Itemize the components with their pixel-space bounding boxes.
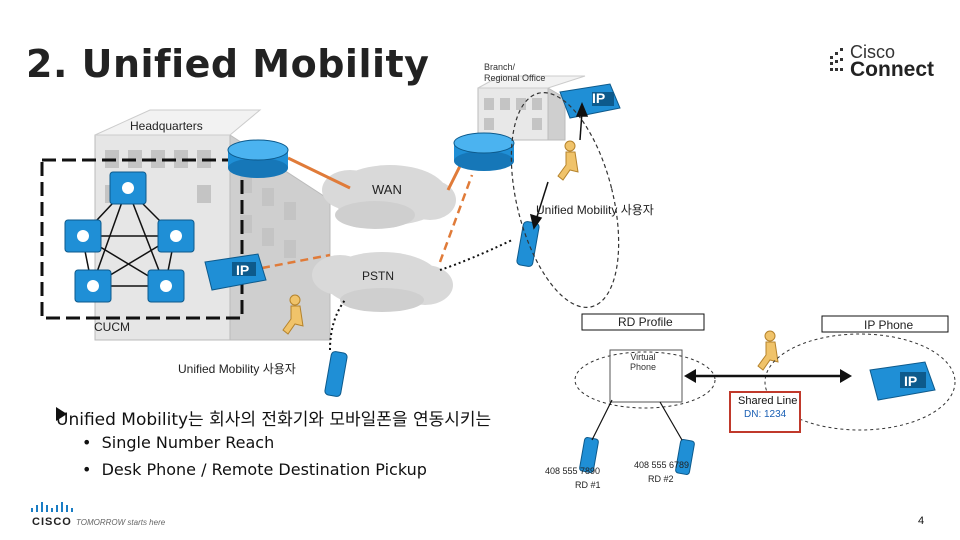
cucm-label: CUCM xyxy=(94,320,130,334)
logo-text-top: Cisco xyxy=(850,42,896,62)
logo-text-bottom: Connect xyxy=(850,58,934,81)
headquarters-label: Headquarters xyxy=(130,119,203,133)
shared-line-arrow xyxy=(684,369,852,383)
rd-branch-lines xyxy=(591,399,683,441)
rd2-label: RD #2 xyxy=(648,474,674,484)
branch-office-label: Branch/ Regional Office xyxy=(484,62,546,83)
cucm-server-icon xyxy=(64,171,195,303)
mobility-arrows xyxy=(529,102,589,230)
wan-label: WAN xyxy=(372,182,402,197)
sub-bullet-2: • Desk Phone / Remote Destination Pickup xyxy=(82,460,427,479)
virtual-phone-label: Virtual Phone xyxy=(630,352,657,372)
bullet-triangle-icon xyxy=(56,407,67,421)
shared-line-box xyxy=(729,391,801,433)
cisco-dots-icon xyxy=(830,48,843,71)
ip-tag-hq: IP xyxy=(236,262,250,278)
virtual-phone-ellipse xyxy=(574,351,716,409)
walking-user-icon xyxy=(282,140,779,371)
ip-tag-branch: IP xyxy=(592,90,606,106)
footer-cisco-logo: CISCO TOMORROW starts here xyxy=(30,502,190,532)
ip-tag-remote: IP xyxy=(904,373,918,389)
sub-bullet-1: • Single Number Reach xyxy=(82,433,275,452)
pstn-links xyxy=(261,174,474,270)
page-number: 4 xyxy=(918,515,925,527)
wan-cloud xyxy=(322,165,456,229)
rd-profile-label: RD Profile xyxy=(618,315,673,329)
footer-brand: CISCO xyxy=(32,516,72,528)
mobile-phone-icon xyxy=(324,221,695,475)
um-user-label-left: Unified Mobility 사용자 xyxy=(178,362,296,376)
ip-phone-ellipse xyxy=(764,333,956,431)
mobility-ellipse xyxy=(510,92,620,308)
ip-phone-header-box xyxy=(821,315,949,333)
rd-profile-box xyxy=(581,313,705,331)
sub-bullet-1-text: Single Number Reach xyxy=(101,433,275,452)
branch-building xyxy=(477,75,586,141)
um-user-label-right: Unified Mobility 사용자 xyxy=(536,203,654,217)
cucm-cluster-box xyxy=(40,158,244,320)
rd1-number: 408 555 7890 xyxy=(545,466,601,476)
rd1-label: RD #1 xyxy=(575,480,601,490)
virtual-phone-box xyxy=(609,349,683,403)
pstn-label: PSTN xyxy=(362,269,395,283)
cisco-bars-icon xyxy=(31,502,73,512)
cisco-connect-logo: Cisco Connect xyxy=(828,40,938,82)
footer-tagline: TOMORROW starts here xyxy=(76,518,166,527)
bullet-main: Unified Mobility는 회사의 전화기와 모바일폰을 연동시키는 xyxy=(56,410,492,430)
ip-phone-icon xyxy=(204,83,936,401)
router-icon xyxy=(227,132,515,178)
dn-label: DN: 1234 xyxy=(744,409,787,420)
shared-line-label: Shared Line xyxy=(738,395,798,407)
ip-phone-header-label: IP Phone xyxy=(864,318,914,332)
pstn-cloud xyxy=(312,252,453,312)
rd2-number: 408 555 6789 xyxy=(634,460,690,470)
slide-title: 2. Unified Mobility xyxy=(26,42,430,86)
mobile-links xyxy=(329,239,513,351)
sub-bullet-2-text: Desk Phone / Remote Destination Pickup xyxy=(101,460,427,479)
